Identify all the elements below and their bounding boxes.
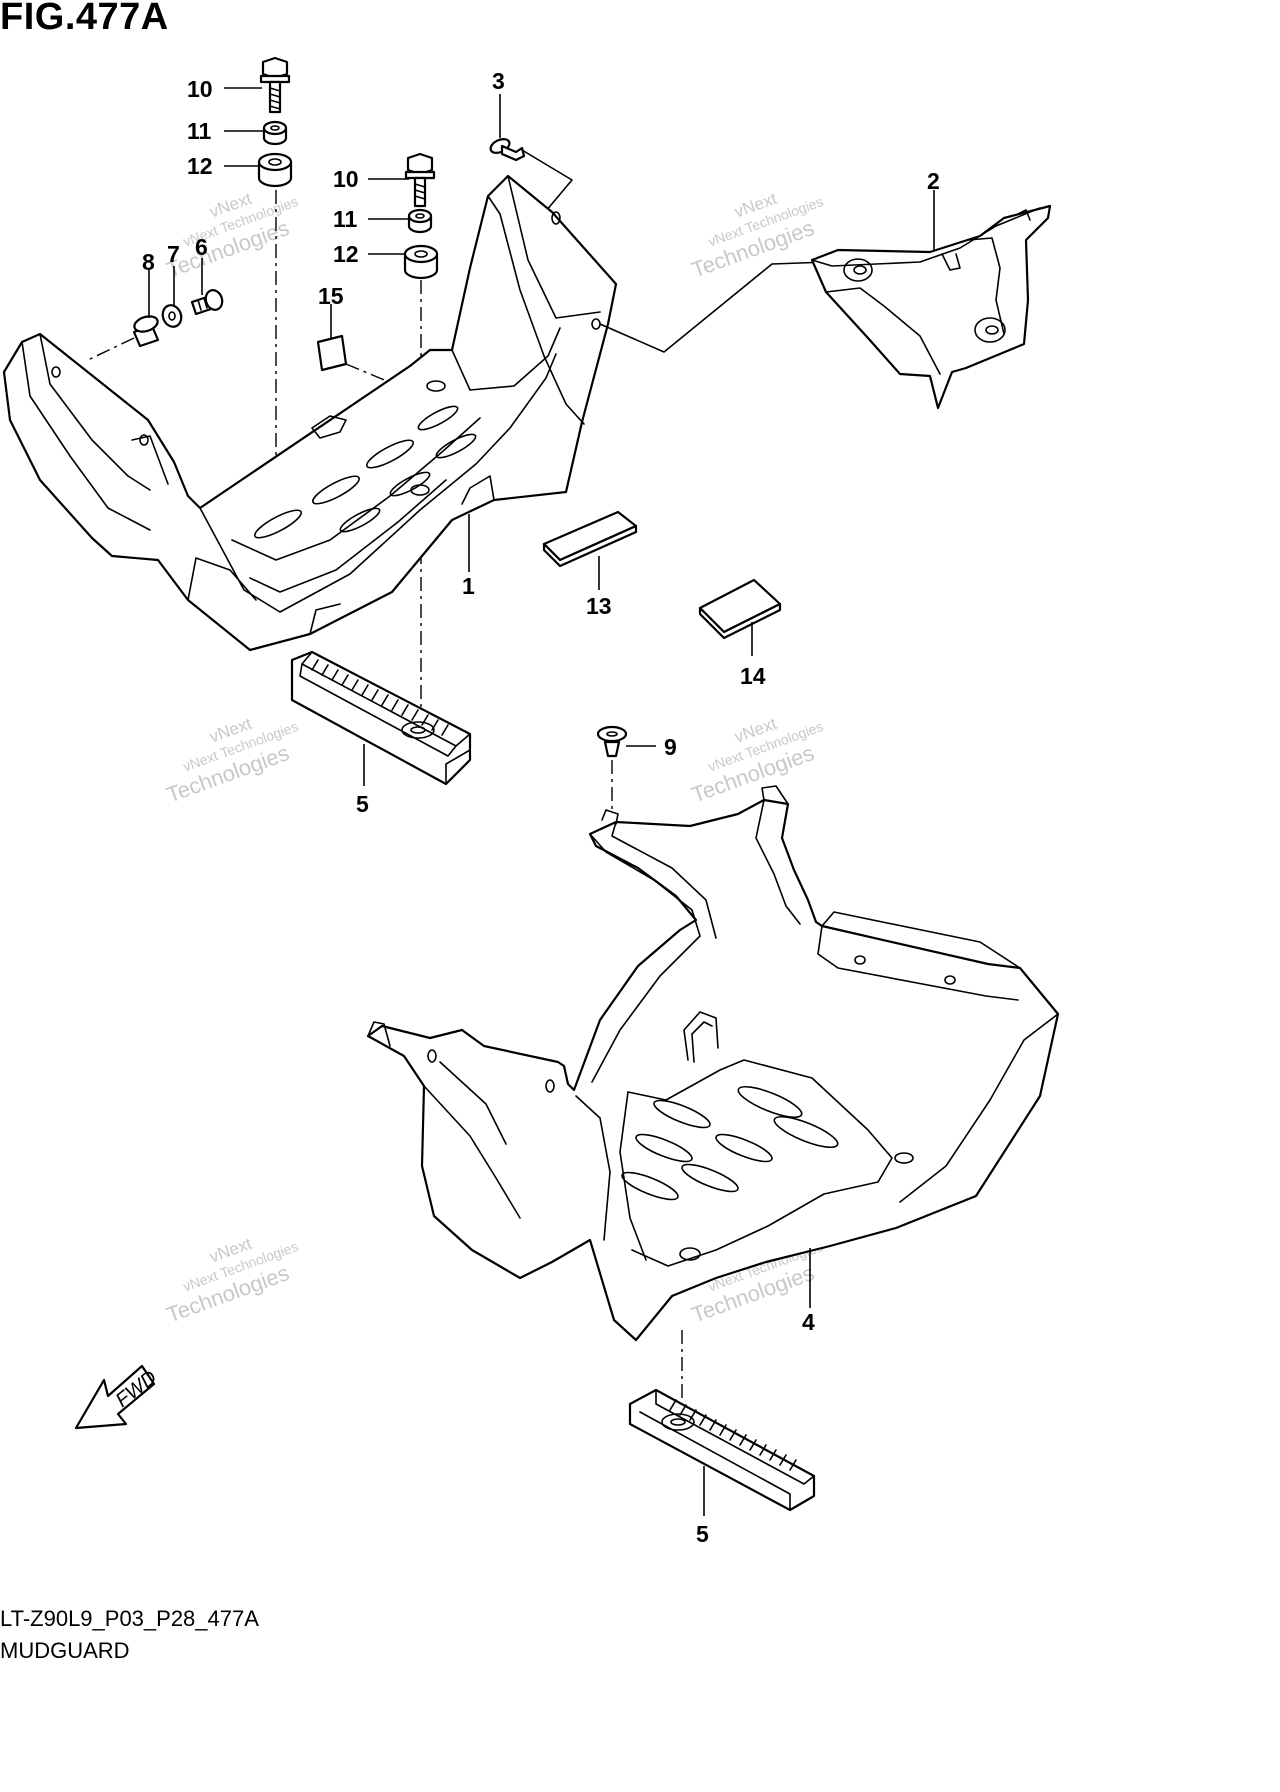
screw-6 xyxy=(190,289,224,316)
diagram-code: LT-Z90L9_P03_P28_477A xyxy=(0,1606,259,1631)
pad-14 xyxy=(698,578,782,640)
callout-13: 13 xyxy=(586,593,612,619)
callout-15: 15 xyxy=(318,283,344,309)
forward-direction-arrow: FWD xyxy=(74,1364,161,1430)
callout-9: 9 xyxy=(664,734,677,760)
washer-11-center xyxy=(407,208,433,234)
mudguard-right-4 xyxy=(366,785,1060,1342)
callout-11-left: 11 xyxy=(187,118,212,144)
callout-10-center: 10 xyxy=(333,166,359,192)
callout-5-lower: 5 xyxy=(696,1521,709,1547)
callout-8: 8 xyxy=(142,249,155,275)
side-cover-2 xyxy=(810,204,1052,410)
pad-13 xyxy=(542,510,638,568)
callout-4: 4 xyxy=(802,1309,815,1335)
callout-1: 1 xyxy=(462,573,475,599)
bolt-10-center xyxy=(404,152,436,208)
callout-labels: 10 11 12 10 11 12 3 2 8 7 6 15 1 13 14 5… xyxy=(142,68,940,1547)
callout-11-center: 11 xyxy=(333,206,358,232)
callout-3: 3 xyxy=(492,68,505,94)
washer-11-left xyxy=(262,120,288,146)
bolt-10-left xyxy=(259,56,291,114)
clip-9 xyxy=(596,725,628,758)
callout-10-left: 10 xyxy=(187,76,213,102)
clip-3 xyxy=(489,138,526,162)
footrest-mat-5-upper xyxy=(290,650,472,786)
footrest-mat-5-lower xyxy=(628,1388,816,1512)
callout-14: 14 xyxy=(740,663,766,689)
cushion-12-center xyxy=(403,244,439,280)
mudguard-left-1 xyxy=(2,174,618,652)
pad-15 xyxy=(316,334,348,372)
section-name: MUDGUARD xyxy=(0,1638,130,1663)
callout-12-left: 12 xyxy=(187,153,213,179)
cushion-12-left xyxy=(257,152,293,188)
callout-5-upper: 5 xyxy=(356,791,369,817)
callout-6: 6 xyxy=(195,234,208,260)
washer-7 xyxy=(161,304,183,328)
callout-7: 7 xyxy=(167,241,180,267)
callout-2: 2 xyxy=(927,168,940,194)
callout-12-center: 12 xyxy=(333,241,359,267)
figure-title: FIG.477A xyxy=(0,0,169,38)
grommet-8 xyxy=(132,315,160,348)
